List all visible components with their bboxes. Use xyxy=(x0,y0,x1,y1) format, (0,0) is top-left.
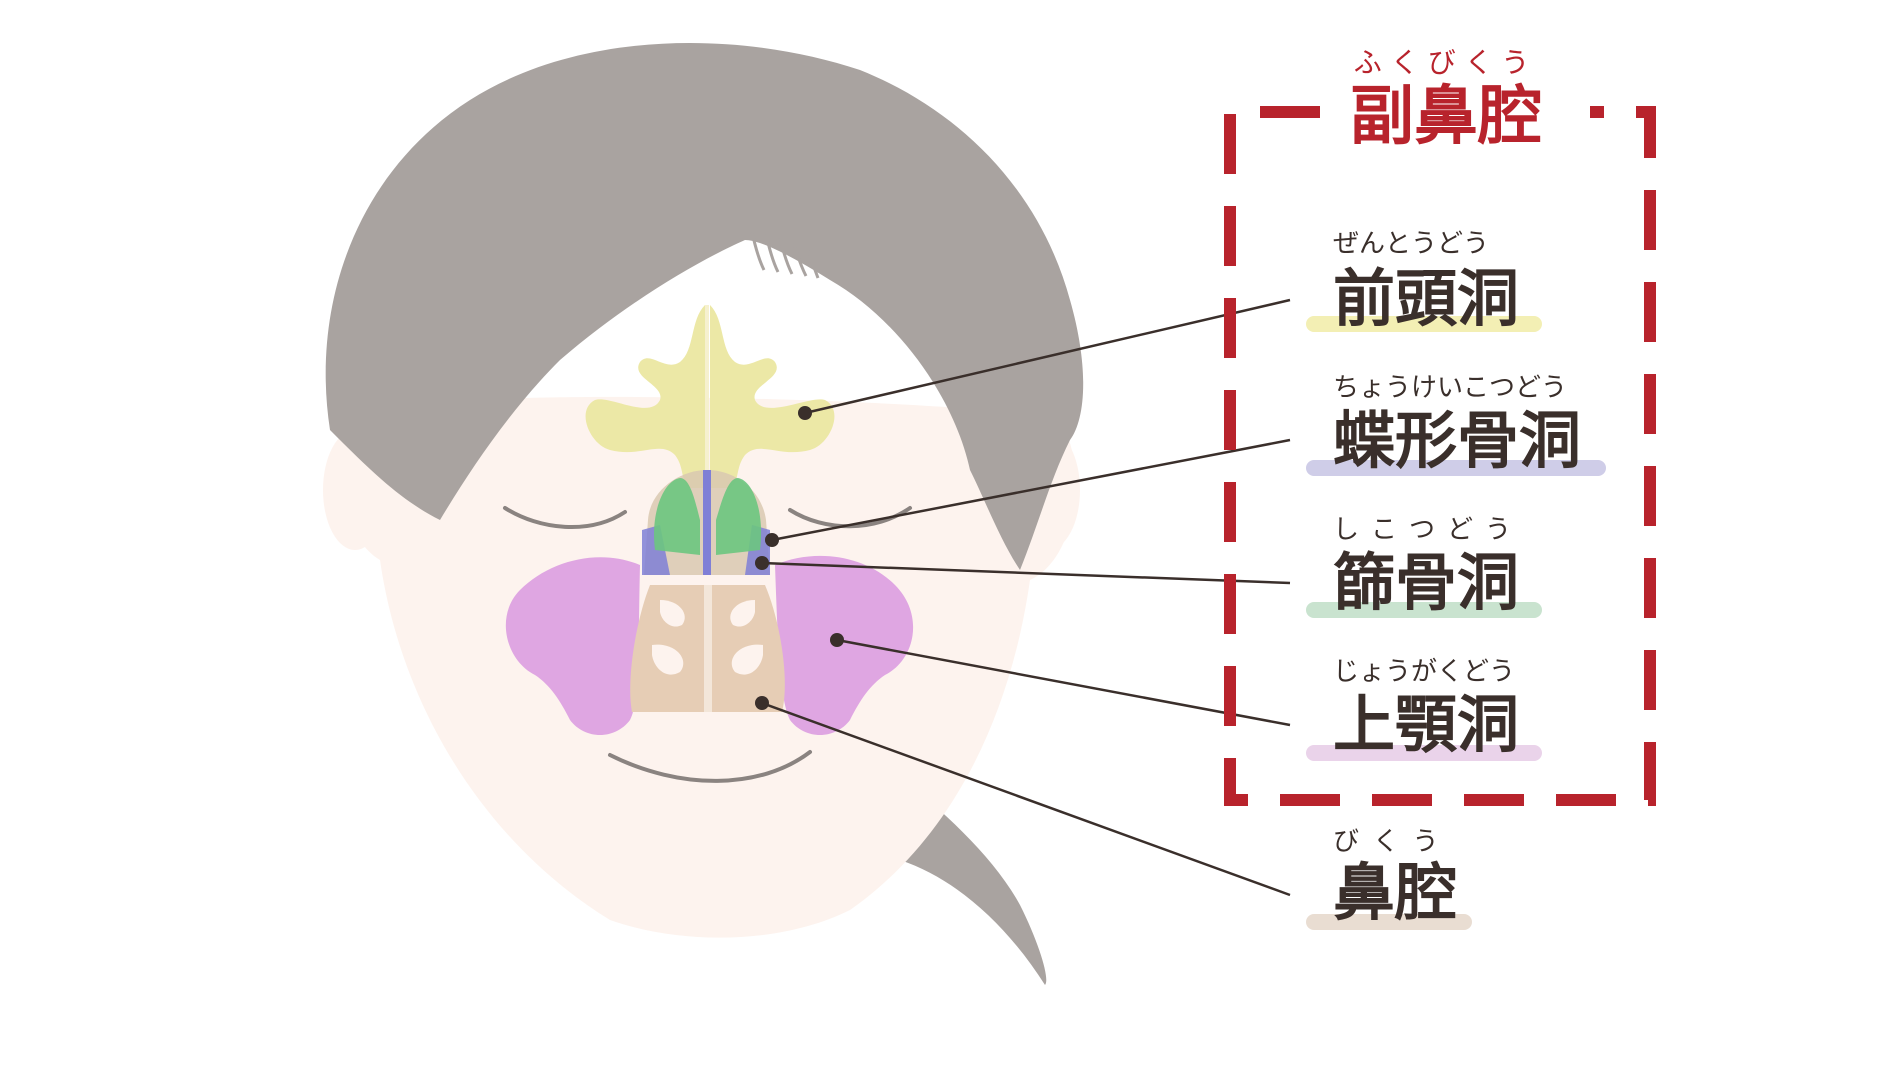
label-maxillary: じょうがくどう 上顎洞 xyxy=(1306,657,1542,761)
ethmoid-pointer xyxy=(761,561,1291,585)
hair xyxy=(325,42,1084,571)
pointer-dots xyxy=(755,406,844,710)
label-sphenoid: ちょうけいこつどう 蝶形骨洞 xyxy=(1306,373,1606,477)
frontal-highlight xyxy=(1306,316,1542,332)
maxillary-left xyxy=(505,557,640,735)
sphenoid-septum xyxy=(703,470,711,575)
sphenoid-label: 蝶形骨洞 xyxy=(1333,404,1581,477)
ethmoid-dot xyxy=(755,556,769,570)
nasal-label: 鼻腔 xyxy=(1333,856,1457,929)
left-eye xyxy=(503,506,627,529)
nasal-turbinates xyxy=(652,600,763,675)
frontal-ruby: ぜんとうどう xyxy=(1333,229,1489,259)
nasal-septum xyxy=(704,585,712,712)
sphenoid-dot xyxy=(765,533,779,547)
maxillary-dot xyxy=(830,633,844,647)
sphenoid-ruby: ちょうけいこつどう xyxy=(1333,373,1567,403)
maxillary-pointer xyxy=(836,638,1291,727)
sphenoid-pointer xyxy=(771,438,1291,542)
frontal-sinus xyxy=(585,305,835,488)
maxillary-highlight xyxy=(1306,745,1542,761)
ethmoid-ruby: しこつどう xyxy=(1333,515,1523,545)
title-ruby: ふくびくう xyxy=(1354,46,1538,79)
ethmoid-highlight xyxy=(1306,602,1542,618)
mouth xyxy=(608,750,812,783)
ethmoid-right xyxy=(716,478,762,555)
maxillary-ruby: じょうがくどう xyxy=(1333,657,1515,687)
title: 副鼻腔 xyxy=(1350,80,1542,154)
paranasal-frame xyxy=(1224,106,1656,806)
label-frontal: ぜんとうどう 前頭洞 xyxy=(1306,229,1542,335)
pointer-lines xyxy=(761,298,1291,897)
frontal-label: 前頭洞 xyxy=(1333,262,1519,335)
nasal-highlight xyxy=(1306,914,1472,930)
nasal-ruby: びくう xyxy=(1333,827,1452,857)
hair-strands xyxy=(750,231,820,279)
maxillary-right xyxy=(775,555,914,735)
title-background xyxy=(1323,68,1569,168)
label-ethmoid: しこつどう 篩骨洞 xyxy=(1306,515,1542,619)
nasal-dot xyxy=(755,696,769,710)
frontal-dot xyxy=(798,406,812,420)
maxillary-label: 上顎洞 xyxy=(1333,688,1519,761)
ethmoid-left xyxy=(654,478,700,555)
nasal-pointer xyxy=(761,701,1291,897)
label-nasal: びくう 鼻腔 xyxy=(1306,827,1472,930)
frontal-pointer xyxy=(804,298,1291,415)
ethmoid-label: 篩骨洞 xyxy=(1333,546,1519,619)
sphenoid-highlight xyxy=(1306,460,1606,476)
